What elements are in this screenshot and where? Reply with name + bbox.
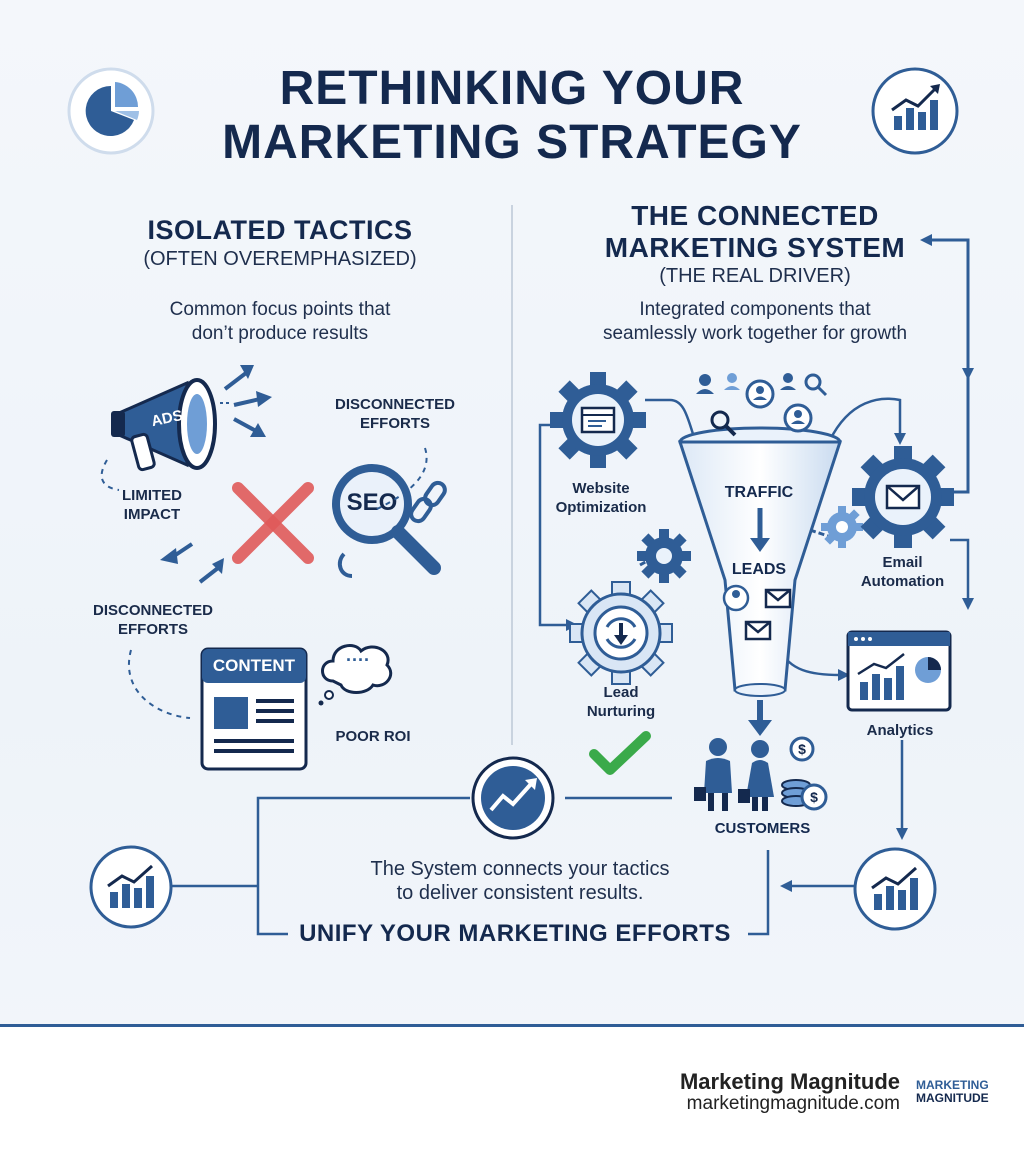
svg-text:$: $ [810,789,818,805]
traffic-label: TRAFFIC [724,484,794,501]
right-description: Integrated components that seamlessly wo… [602,299,908,344]
footer-url[interactable]: marketingmagnitude.com [686,1093,900,1114]
website-optimization-label: Website Optimization [555,480,647,516]
bottom-connector-lines [150,740,908,936]
growth-chart-right-icon [853,847,937,931]
green-check-icon [589,731,651,775]
disconnected-efforts-bottom-label: DISCONNECTED EFFORTS [92,602,213,638]
customers-label: CUSTOMERS [714,820,811,837]
growth-trend-icon [471,756,555,840]
small-gear-icon [637,529,691,583]
feedback-loop-arrow [920,234,974,494]
unify-cta: UNIFY YOUR MARKETING EFFORTS [299,920,731,947]
broken-link-piece-icon [337,552,353,578]
left-description: Common focus points that don’t produce r… [169,299,391,344]
limited-impact-label: LIMITED IMPACT [122,487,182,523]
footer-brand: Marketing Magnitude [679,1069,900,1094]
analytics-label: Analytics [866,722,934,739]
analytics-dashboard-icon [846,630,952,712]
thought-dots: .... [345,645,370,665]
email-automation-label: Email Automation [860,554,945,590]
diverging-arrows [160,542,224,584]
content-document-icon [200,647,308,771]
column-divider [511,205,513,745]
footer-logo: MARKETING MAGNITUDE [916,1078,989,1105]
scattered-arrows [220,365,272,437]
email-automation-gear-icon [852,446,954,548]
poor-roi-label: POOR ROI [335,728,411,745]
pie-chart-icon [67,67,155,155]
growth-chart-left-icon [89,845,173,929]
red-x-icon [232,482,314,564]
left-subheading: (OFTEN OVEREMPHASIZED) [143,248,417,270]
growth-chart-icon [871,67,959,155]
right-heading: THE CONNECTED MARKETING SYSTEM [604,200,906,263]
website-optimization-gear-icon [550,372,646,468]
right-subheading: (THE REAL DRIVER) [659,265,851,287]
thought-bubble-icon [318,644,393,706]
page-title: RETHINKING YOUR MARKETING STRATEGY [222,62,802,169]
content-label: CONTENT [212,656,296,675]
disconnected-efforts-top-label: DISCONNECTED EFFORTS [334,396,455,432]
left-heading: ISOLATED TACTICS [147,215,413,245]
customers-icon: $ $ [694,736,828,811]
leads-label: LEADS [731,561,787,578]
small-gear-right-icon [821,506,863,548]
broken-link-icon [409,480,447,524]
svg-text:$: $ [798,741,806,757]
megaphone-icon [111,378,217,472]
lead-nurturing-gear-icon [569,581,673,685]
seo-magnifier-icon [332,464,441,575]
system-summary: The System connects your tactics to deli… [370,858,670,904]
footer: Marketing Magnitude marketingmagnitude.c… [0,1024,1024,1154]
lead-nurturing-label: Lead Nurturing [586,684,656,720]
dashed-connectors [100,447,428,719]
